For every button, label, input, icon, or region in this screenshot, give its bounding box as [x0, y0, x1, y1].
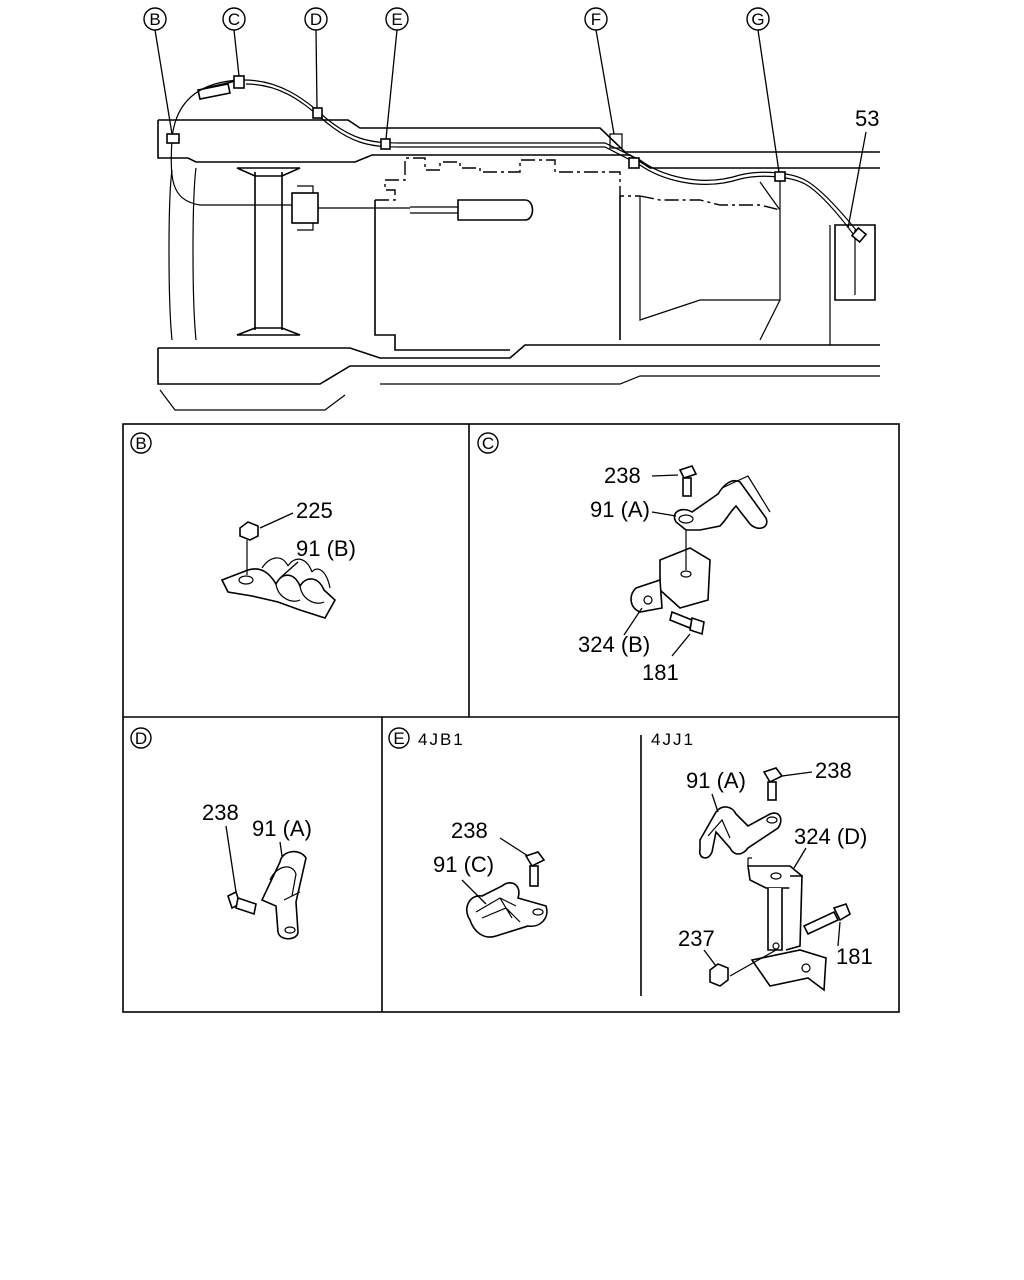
panel-d-letter: D [135, 729, 147, 748]
nut-225 [239, 521, 259, 575]
clip-91b [220, 557, 337, 619]
panel-c-letter: C [482, 434, 494, 453]
svg-text:C: C [228, 10, 240, 29]
svg-text:238: 238 [451, 818, 488, 843]
svg-text:G: G [751, 10, 764, 29]
callout-E: E [385, 7, 409, 140]
clip-91a-4jj1 [698, 806, 782, 859]
variant-4jj1-label: 4JJ1 [651, 730, 695, 749]
svg-text:91 (A): 91 (A) [686, 768, 746, 793]
svg-text:324 (D): 324 (D) [794, 824, 867, 849]
detail-panel-e: E 4JB1 4JJ1 238 91 (C) [388, 727, 873, 992]
callout-F: F [584, 7, 615, 135]
svg-text:324 (B): 324 (B) [578, 632, 650, 657]
bracket-324b [630, 530, 711, 613]
detail-panel-d: D 238 91 (A) [130, 727, 312, 940]
chassis-overview: B C D E F G 53 [143, 7, 880, 411]
svg-text:B: B [149, 10, 160, 29]
bolt-238-d [227, 890, 257, 916]
svg-text:181: 181 [642, 660, 679, 685]
speedometer-cable [166, 75, 868, 244]
clip-91c [466, 882, 548, 938]
svg-text:91 (C): 91 (C) [433, 852, 494, 877]
svg-text:237: 237 [678, 926, 715, 951]
clip-91a-d [260, 850, 307, 940]
detail-panel-c: C 238 91 (A) 324 (B) 181 [477, 432, 771, 685]
variant-4jb1-label: 4JB1 [418, 730, 465, 749]
bolt-181-4jj1 [802, 903, 851, 936]
detail-panel-b: B 225 91 (B) [130, 432, 356, 619]
nut-237 [709, 949, 777, 987]
svg-text:91 (A): 91 (A) [590, 497, 650, 522]
svg-text:53: 53 [855, 106, 879, 131]
svg-text:238: 238 [604, 463, 641, 488]
bolt-181-c [669, 610, 705, 636]
panel-e-letter: E [393, 729, 404, 748]
callout-C: C [222, 7, 246, 77]
bolt-238-e-4jb1 [524, 851, 546, 887]
svg-text:F: F [591, 10, 601, 29]
callout-G: G [746, 7, 780, 173]
clip-91a-c [673, 475, 771, 531]
shift-connector [291, 185, 534, 231]
svg-text:181: 181 [836, 944, 873, 969]
svg-text:225: 225 [296, 498, 333, 523]
svg-text:91 (A): 91 (A) [252, 816, 312, 841]
svg-text:91 (B): 91 (B) [296, 536, 356, 561]
callout-B: B [143, 7, 173, 135]
bracket-324d [747, 857, 827, 992]
frame-rails [157, 119, 880, 411]
callout-D: D [304, 7, 328, 109]
svg-text:238: 238 [815, 758, 852, 783]
svg-text:E: E [391, 10, 402, 29]
panel-b-letter: B [135, 434, 146, 453]
bolt-238-c [678, 465, 698, 497]
part-53-label: 53 [847, 106, 879, 229]
transmission-outline [374, 157, 876, 351]
detail-grid [122, 423, 900, 1013]
svg-text:D: D [310, 10, 322, 29]
svg-text:238: 238 [202, 800, 239, 825]
cross-member [168, 167, 301, 341]
bolt-238-4jj1 [762, 767, 784, 801]
